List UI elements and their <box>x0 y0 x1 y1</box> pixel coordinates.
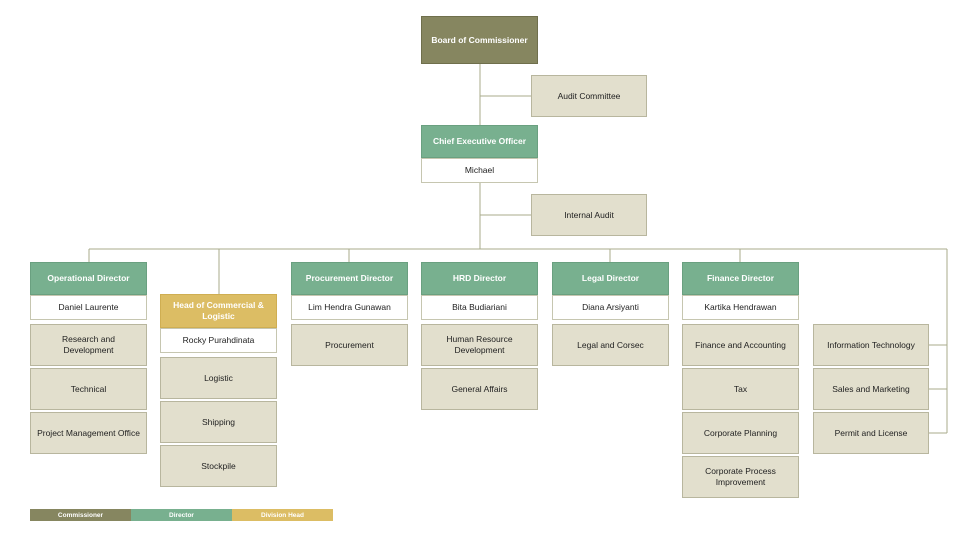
unit-general-affairs: General Affairs <box>421 368 538 410</box>
operational-director-name: Daniel Laurente <box>30 295 147 320</box>
legend-division-head: Division Head <box>232 509 333 521</box>
unit-permit-license: Permit and License <box>813 412 929 454</box>
unit-corporate-process-improvement: Corporate Process Improvement <box>682 456 799 498</box>
ceo-title-box: Chief Executive Officer <box>421 125 538 158</box>
unit-research-development: Research and Development <box>30 324 147 366</box>
ceo-name-box: Michael <box>421 158 538 183</box>
unit-sales-marketing: Sales and Marketing <box>813 368 929 410</box>
unit-tax: Tax <box>682 368 799 410</box>
unit-technical: Technical <box>30 368 147 410</box>
unit-human-resource-development: Human Resource Development <box>421 324 538 366</box>
board-of-commissioner-box: Board of Commissioner <box>421 16 538 64</box>
unit-information-technology: Information Technology <box>813 324 929 366</box>
head-commercial-logistic-box: Head of Commercial & Logistic <box>160 294 277 328</box>
unit-finance-accounting: Finance and Accounting <box>682 324 799 366</box>
internal-audit-box: Internal Audit <box>531 194 647 236</box>
hrd-director-name: Bita Budiariani <box>421 295 538 320</box>
unit-logistic: Logistic <box>160 357 277 399</box>
head-commercial-logistic-name: Rocky Purahdinata <box>160 328 277 353</box>
finance-director-name: Kartika Hendrawan <box>682 295 799 320</box>
unit-procurement: Procurement <box>291 324 408 366</box>
unit-corporate-planning: Corporate Planning <box>682 412 799 454</box>
procurement-director-box: Procurement Director <box>291 262 408 295</box>
procurement-director-name: Lim Hendra Gunawan <box>291 295 408 320</box>
unit-legal-corsec: Legal and Corsec <box>552 324 669 366</box>
hrd-director-box: HRD Director <box>421 262 538 295</box>
unit-shipping: Shipping <box>160 401 277 443</box>
legend-commissioner: Commissioner <box>30 509 131 521</box>
legal-director-name: Diana Arsiyanti <box>552 295 669 320</box>
unit-stockpile: Stockpile <box>160 445 277 487</box>
legal-director-box: Legal Director <box>552 262 669 295</box>
operational-director-box: Operational Director <box>30 262 147 295</box>
audit-committee-box: Audit Committee <box>531 75 647 117</box>
legend-director: Director <box>131 509 232 521</box>
finance-director-box: Finance Director <box>682 262 799 295</box>
unit-project-management-office: Project Management Office <box>30 412 147 454</box>
